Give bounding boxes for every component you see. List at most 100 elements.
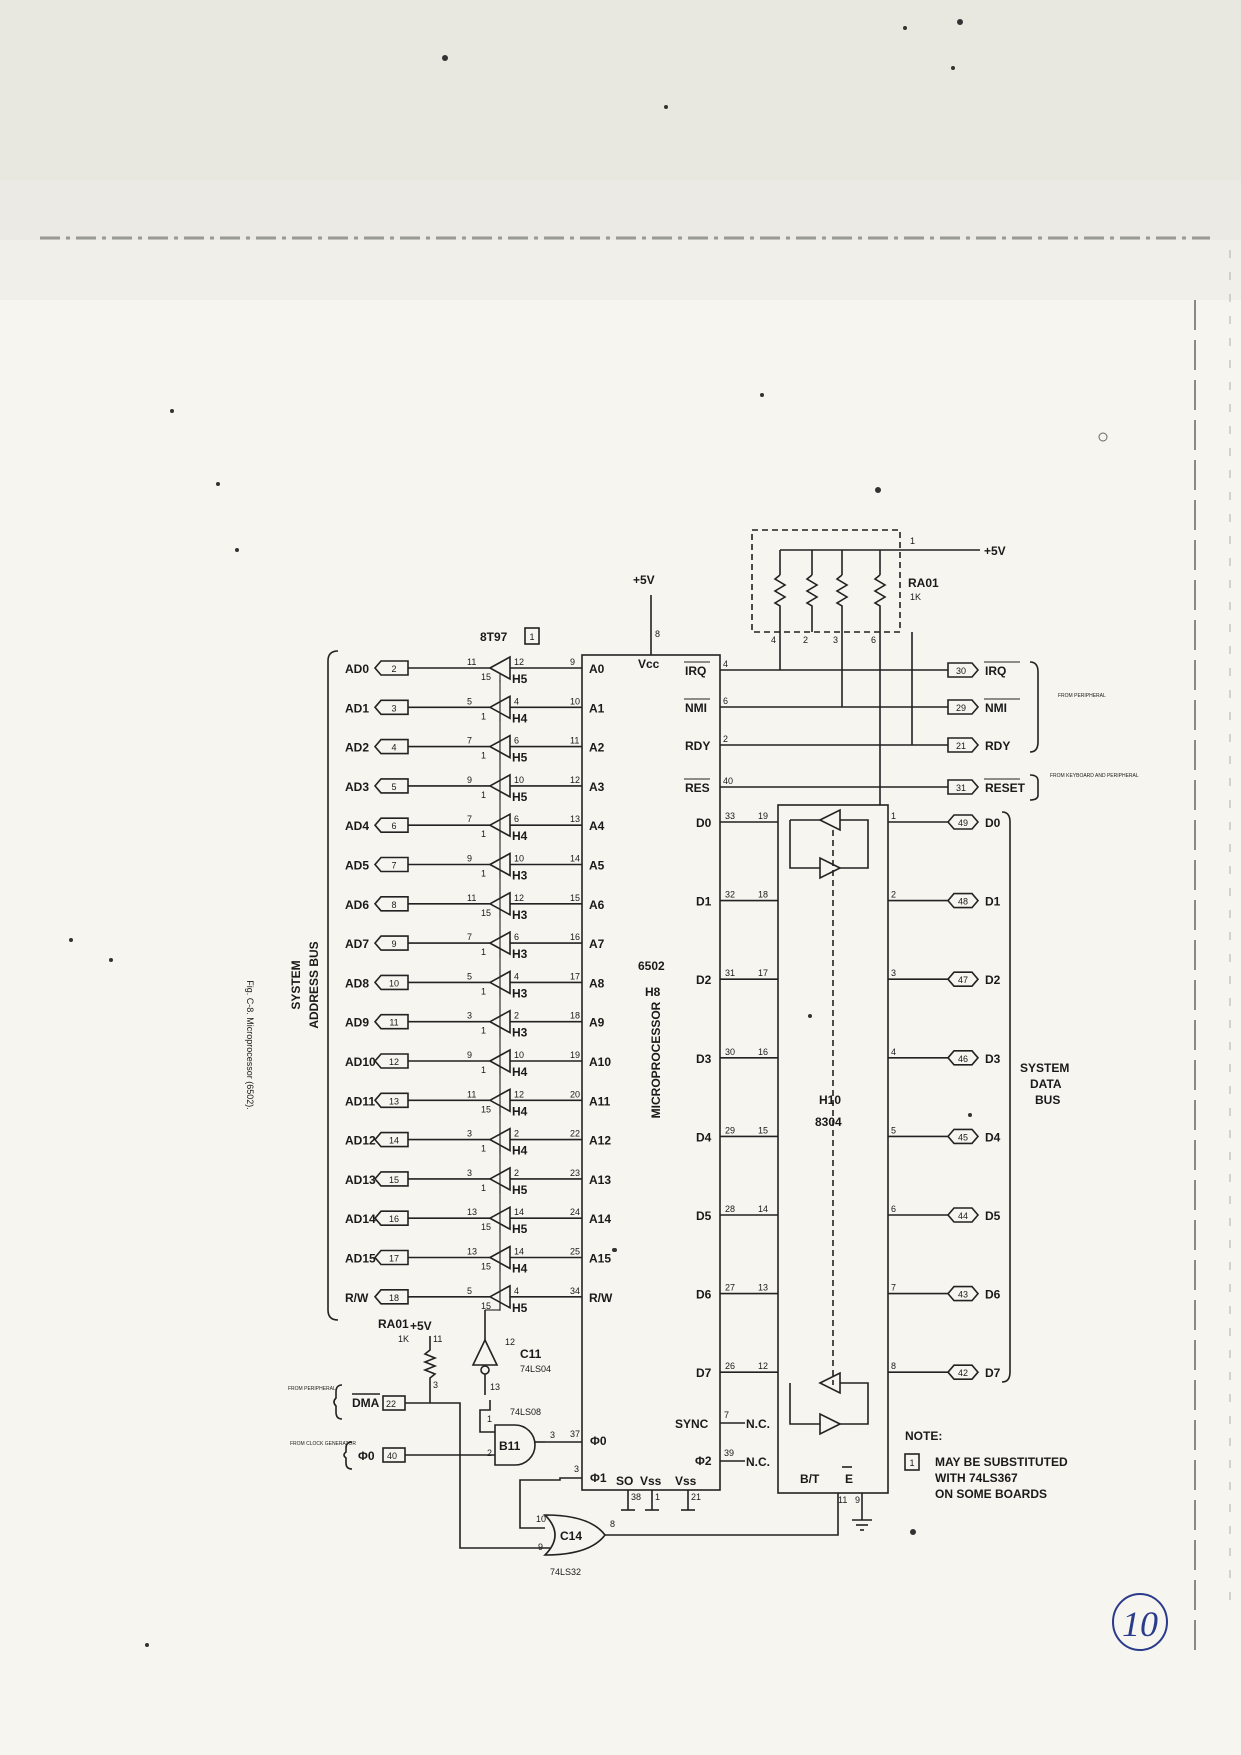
buffer-out-pin: 12 (514, 1089, 524, 1099)
buffer-out-pin: 6 (514, 932, 519, 942)
svg-text:SYSTEM: SYSTEM (289, 960, 303, 1009)
buffer-enable-pin: 15 (481, 1222, 491, 1232)
address-signal-label: AD9 (345, 1016, 369, 1030)
pullup-value: 1K (910, 592, 921, 602)
page-number: 10 (1122, 1604, 1158, 1644)
cpu-address-label: A11 (589, 1094, 611, 1108)
phi0-conn: 40 (387, 1451, 397, 1461)
data-connector-number: 44 (958, 1211, 968, 1221)
data-connector (946, 1364, 980, 1380)
control-brace (1029, 661, 1039, 753)
buffer-out-pin: 10 (514, 775, 524, 785)
address-signal-label: AD4 (345, 819, 369, 833)
cpu-address-pin: 24 (570, 1207, 580, 1217)
phi2-nc: N.C. (746, 1455, 770, 1469)
cpu-address-pin: 13 (570, 814, 580, 824)
vss-pin: 1 (655, 1492, 660, 1502)
inverter-pin: 13 (490, 1382, 500, 1392)
address-connector-number: 16 (389, 1214, 399, 1224)
address-signal-label: AD3 (345, 780, 369, 794)
cpu-supply-label: +5V (633, 573, 655, 587)
buffer-enable-pin: 15 (481, 672, 491, 682)
transceiver-d7-drivers (789, 1371, 869, 1436)
cpu-ref: H8 (645, 985, 661, 999)
transceiver-d0-drivers (789, 808, 869, 880)
inverter-part: 74LS04 (520, 1364, 551, 1374)
cpu-address-label: A3 (589, 780, 605, 794)
or-gate-part: 74LS32 (550, 1567, 581, 1577)
pullup-supply-label: +5V (984, 544, 1006, 558)
dma-pullup: RA01 (378, 1317, 409, 1331)
address-connector-number: 13 (389, 1096, 399, 1106)
buffer-chip-ref: H4 (512, 829, 528, 843)
control-source-label: FROM PERIPHERAL (1058, 693, 1106, 699)
cpu-address-pin: 17 (570, 971, 580, 981)
dma-pullup-value: 1K (398, 1334, 409, 1344)
address-connector (373, 974, 409, 991)
buffer-in-pin: 13 (467, 1207, 477, 1217)
address-connector (373, 1249, 409, 1266)
address-bus-label: SYSTEM ADDRESS BUS (289, 941, 321, 1028)
transceiver-out-pin: 5 (891, 1125, 896, 1135)
data-connector (946, 1285, 980, 1302)
cpu-data-label: D2 (696, 973, 712, 987)
or-gate-pin: 9 (538, 1542, 543, 1552)
resistor-pin: 4 (771, 635, 776, 645)
inverter-ref: C11 (520, 1347, 542, 1361)
buffer-chip-ref: H3 (512, 947, 528, 961)
address-signal-label: AD0 (345, 662, 369, 676)
buffer-chip-ref: H3 (512, 1026, 528, 1040)
phi2-label: Φ2 (695, 1454, 712, 1468)
pullup-network-box (751, 529, 901, 633)
transceiver-out-pin: 1 (891, 811, 896, 821)
dma-pin: 3 (433, 1380, 438, 1390)
buffer-out-pin: 12 (514, 893, 524, 903)
reset-brace (1029, 774, 1039, 801)
control-connector-number: 30 (956, 666, 966, 676)
cpu-address-pin: 11 (570, 736, 579, 746)
transceiver-in-pin: 15 (758, 1125, 768, 1135)
buffer-in-pin: 9 (467, 775, 472, 785)
cpu-data-pin: 28 (725, 1204, 735, 1214)
address-connector-number: 10 (389, 978, 399, 988)
cpu-address-label: A8 (589, 976, 605, 990)
cpu-address-pin: 20 (570, 1089, 580, 1099)
address-signal-label: AD13 (345, 1173, 376, 1187)
scan-speckles (69, 19, 1108, 1647)
buffer-out-pin: 6 (514, 814, 519, 824)
reset-source-label: FROM KEYBOARD AND PERIPHERAL (1050, 773, 1139, 779)
cpu-address-label: A6 (589, 898, 605, 912)
so-label: SO (616, 1474, 633, 1488)
address-connector (373, 817, 409, 834)
resistor-pin: 2 (803, 635, 808, 645)
data-connector-number: 46 (958, 1054, 968, 1064)
transceiver-h10-box (777, 804, 889, 1494)
inverter-bubble (480, 1365, 490, 1375)
phi0-label: Φ0 (590, 1434, 607, 1448)
cpu-data-label: D4 (696, 1130, 712, 1144)
data-bus-brace (1001, 811, 1011, 1383)
page-number-circle (1112, 1593, 1168, 1651)
buffer-chip-ref: H5 (512, 1222, 528, 1236)
vss-label: Vss (675, 1474, 697, 1488)
buffer-in-pin: 3 (467, 1168, 472, 1178)
transceiver-in-pin: 17 (758, 968, 768, 978)
data-connector-number: 49 (958, 818, 968, 828)
data-connector-number: 43 (958, 1290, 968, 1300)
data-bus-line-label: D6 (985, 1288, 1001, 1302)
phi1-wire (519, 1477, 582, 1529)
control-connector-label: RESET (985, 781, 1026, 795)
control-connector-label: IRQ (985, 664, 1006, 678)
control-connector (947, 662, 980, 678)
data-connector-number: 42 (958, 1368, 968, 1378)
buffer-in-pin: 7 (467, 814, 472, 824)
resistor-icon (873, 574, 887, 632)
cpu-address-label: A2 (589, 741, 605, 755)
transceiver-out-pin: 8 (891, 1361, 896, 1371)
